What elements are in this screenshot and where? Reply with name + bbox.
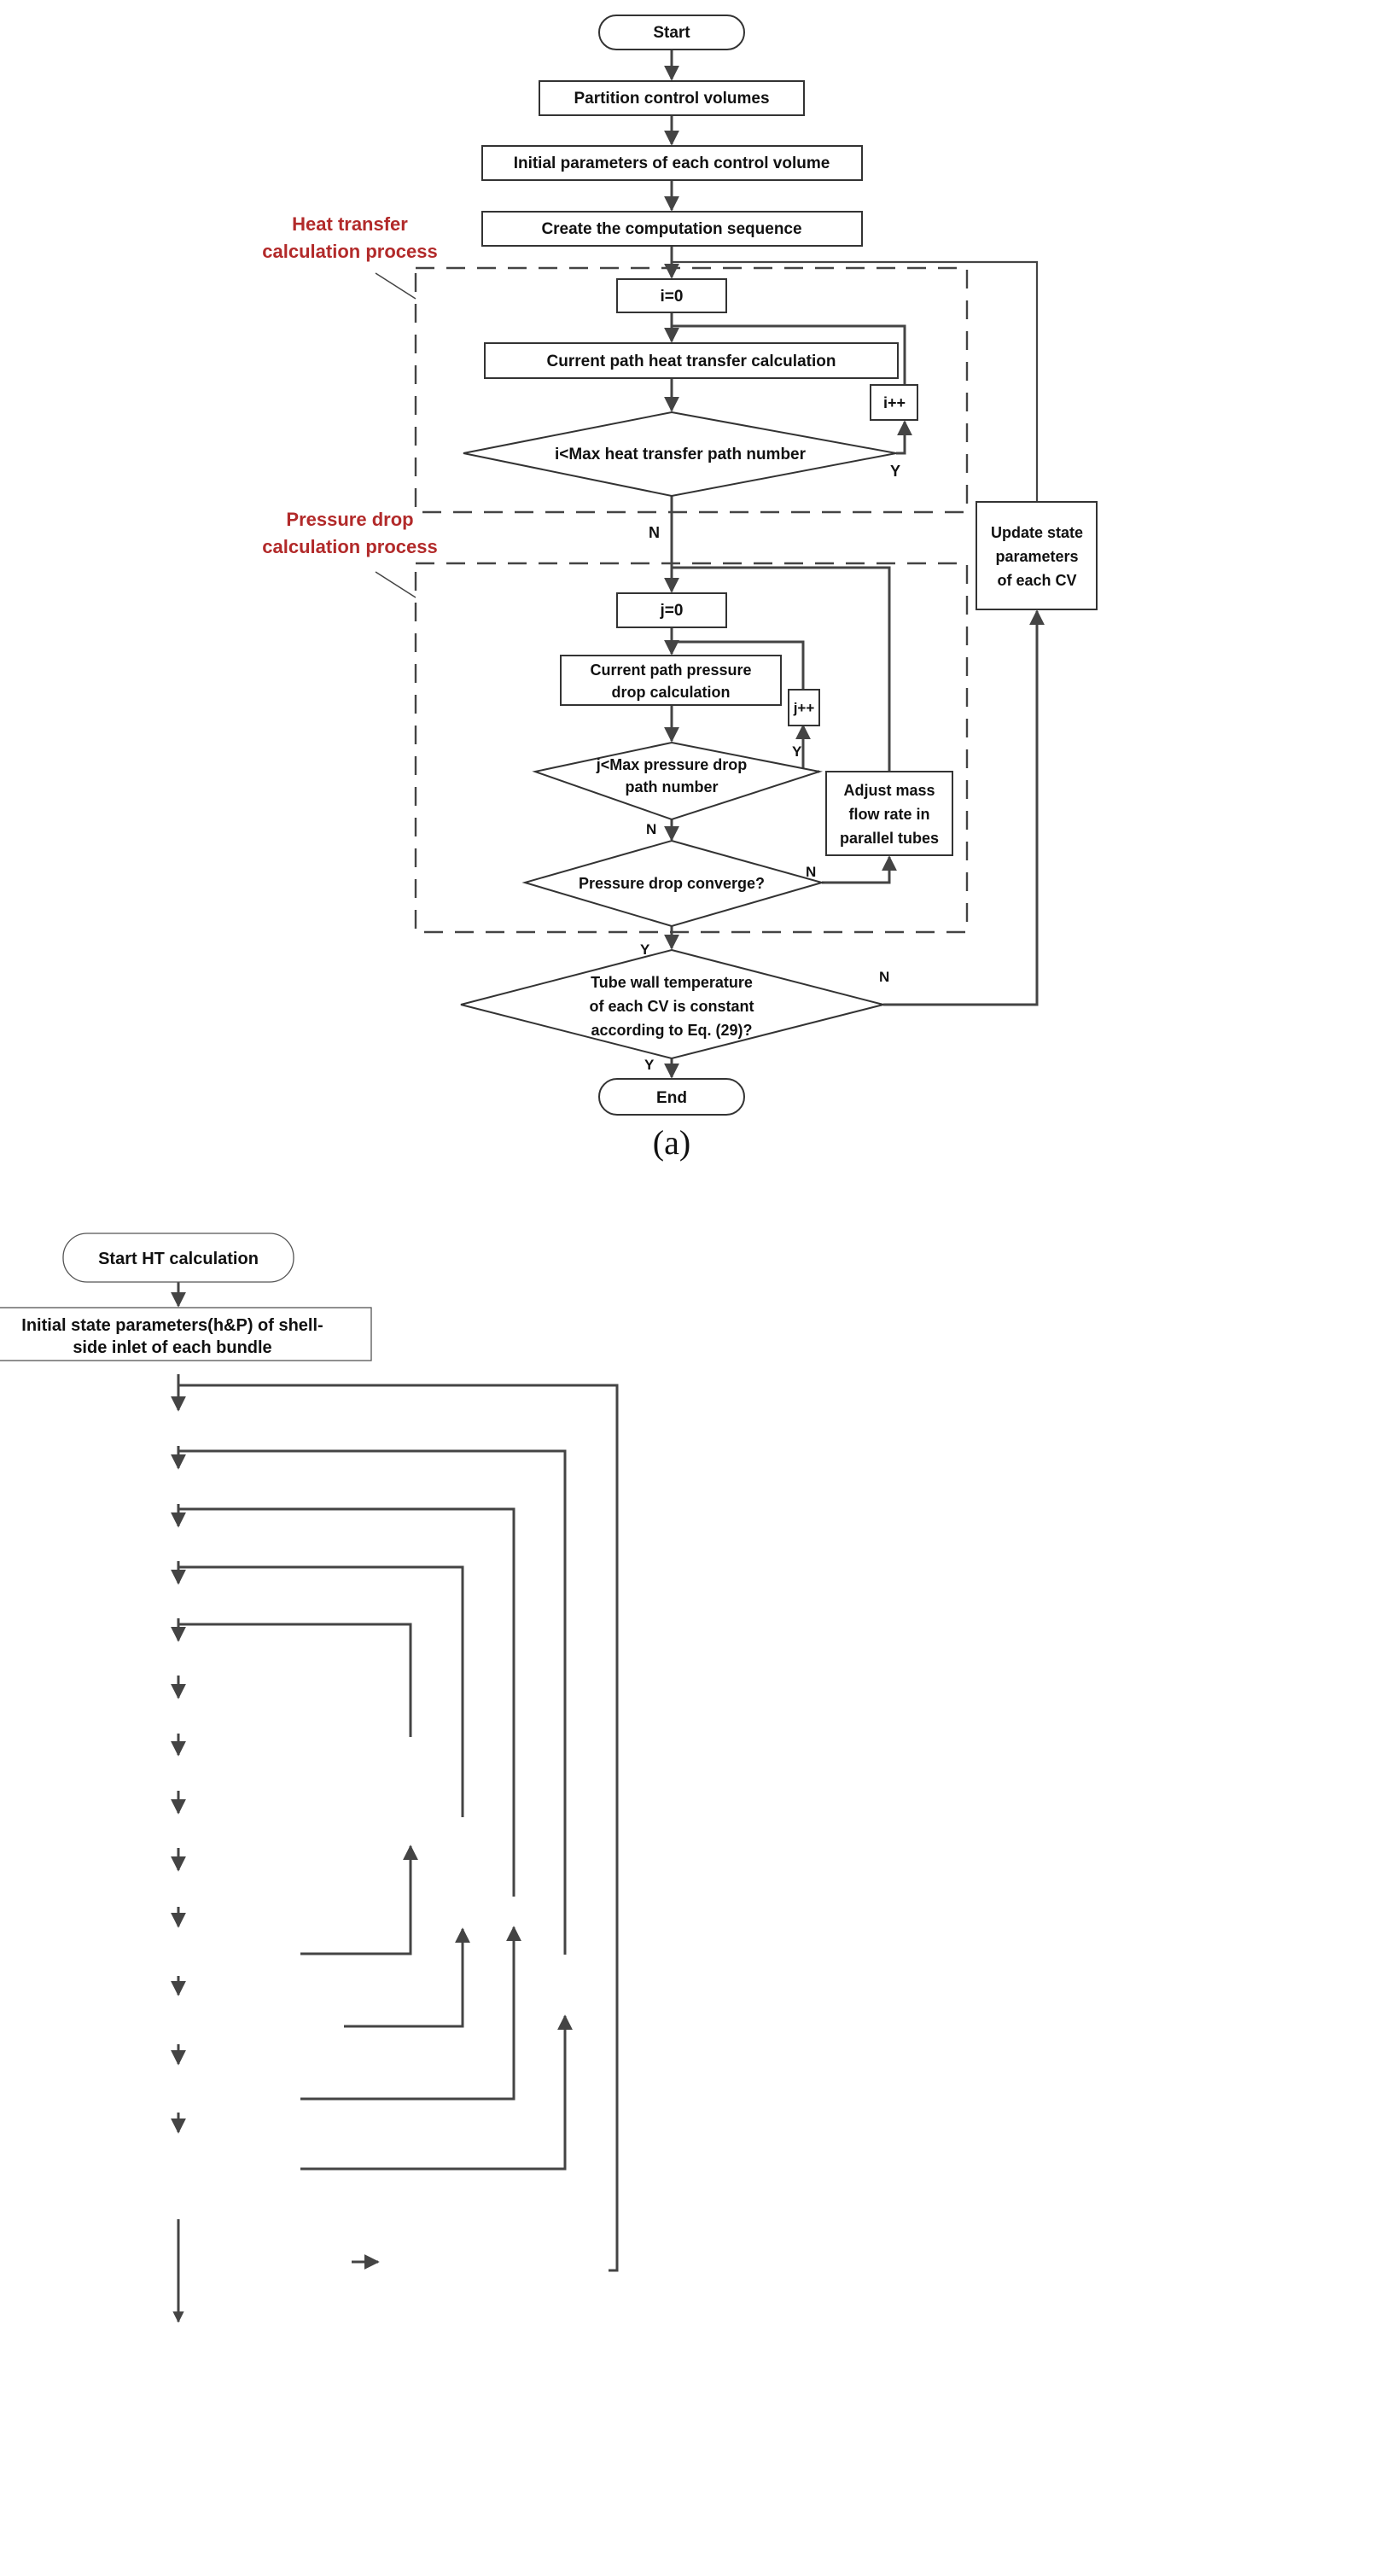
i-inc-box bbox=[870, 384, 918, 421]
yes-label: Y bbox=[890, 463, 900, 480]
i-yes-connector bbox=[300, 2014, 573, 2171]
ht-group-label: calculation process bbox=[262, 241, 437, 262]
no-label: N bbox=[649, 524, 660, 541]
tube-wall-label: Tube wall temperature bbox=[591, 974, 753, 991]
pd-converge-diamond bbox=[521, 839, 825, 928]
create-sequence-label: Create the computation sequence bbox=[541, 220, 801, 238]
yes-label: Y bbox=[640, 941, 650, 958]
leader-line bbox=[375, 272, 416, 300]
no-label: N bbox=[646, 821, 656, 837]
initial-params-label: Initial parameters of each control volum… bbox=[514, 154, 830, 172]
panel-a: Heat transfer calculation process Pressu… bbox=[262, 15, 1098, 1162]
i-inc-label: i++ bbox=[883, 394, 906, 411]
i-init-label: i=0 bbox=[661, 288, 684, 306]
loop-connector bbox=[672, 260, 1039, 502]
j-inc-box bbox=[788, 689, 820, 726]
tube-wall-label: according to Eq. (29)? bbox=[591, 1022, 752, 1039]
loop-connector bbox=[822, 855, 897, 884]
i-condition-diamond bbox=[463, 411, 897, 498]
update-state-label: parameters bbox=[995, 548, 1078, 565]
loop-connector bbox=[896, 420, 912, 455]
pd-calc-box bbox=[560, 655, 782, 706]
ht-calc-box bbox=[484, 342, 899, 379]
ht-group-label: Heat transfer bbox=[292, 213, 408, 235]
panel-b: Start HT calculation Initial state param… bbox=[0, 1233, 619, 2323]
j-condition-diamond bbox=[532, 741, 823, 821]
loop-connector bbox=[672, 640, 805, 690]
adjust-mass-label: parallel tubes bbox=[840, 830, 939, 847]
pd-group-label: Pressure drop bbox=[286, 509, 413, 530]
pd-calc-label: drop calculation bbox=[611, 684, 730, 701]
pd-group-label: calculation process bbox=[262, 536, 437, 557]
pd-converge-label: Pressure drop converge? bbox=[579, 875, 765, 892]
tube-wall-diamond bbox=[460, 948, 884, 1060]
start-ht-label: Start HT calculation bbox=[98, 1250, 259, 1268]
tube-wall-label: of each CV is constant bbox=[589, 998, 754, 1015]
update-state-box bbox=[976, 501, 1098, 610]
initial-state-label: Initial state parameters(h&P) of shell- bbox=[21, 1316, 323, 1335]
j-init-label: j=0 bbox=[660, 602, 684, 620]
loop-connector bbox=[883, 609, 1045, 1006]
no-label: N bbox=[806, 864, 816, 880]
update-state-label: of each CV bbox=[997, 572, 1076, 589]
adjust-mass-label: Adjust mass bbox=[843, 782, 935, 799]
bundle-loop-connector bbox=[178, 1449, 567, 1955]
update-state-label: Update state bbox=[991, 524, 1083, 541]
pd-calc-label: Current path pressure bbox=[590, 661, 751, 679]
initial-state-label: side inlet of each bundle bbox=[73, 1338, 271, 1357]
initial-state-box bbox=[0, 1307, 372, 1361]
start-terminal bbox=[598, 15, 745, 50]
i-init-box bbox=[616, 278, 727, 313]
col-loop-connector bbox=[178, 1623, 412, 1737]
j-condition-label: j<Max pressure drop bbox=[596, 756, 748, 773]
end-label: End bbox=[656, 1089, 687, 1107]
ht-calc-label: Current path heat transfer calculation bbox=[547, 353, 836, 370]
partition-label: Partition control volumes bbox=[574, 90, 769, 108]
start-ht-terminal bbox=[62, 1233, 294, 1283]
create-sequence-box bbox=[481, 211, 863, 247]
end-terminal bbox=[598, 1078, 745, 1116]
k-yes-connector bbox=[300, 1845, 418, 1955]
j-yes-connector bbox=[300, 1926, 521, 2101]
j-init-box bbox=[616, 592, 727, 628]
row-iter-loop-connector bbox=[178, 1565, 464, 1817]
outer-loop-connector bbox=[178, 1384, 619, 2272]
j-inc-label: j++ bbox=[793, 700, 815, 716]
yes-label: Y bbox=[792, 743, 802, 760]
leader-line bbox=[375, 571, 416, 598]
partition-box bbox=[539, 80, 805, 116]
panel-a-label: (a) bbox=[653, 1123, 690, 1162]
no-label: N bbox=[879, 969, 889, 985]
row-no-connector bbox=[344, 1927, 470, 2028]
loop-connector bbox=[795, 724, 819, 773]
row-loop-connector bbox=[178, 1507, 515, 1897]
adjust-mass-box bbox=[825, 771, 953, 856]
adjust-mass-label: flow rate in bbox=[848, 806, 929, 823]
initial-params-box bbox=[481, 145, 863, 181]
loop-connector bbox=[672, 324, 906, 385]
loop-connector bbox=[672, 566, 891, 772]
j-condition-label: path number bbox=[625, 778, 718, 796]
yes-label: Y bbox=[644, 1057, 655, 1073]
i-condition-label: i<Max heat transfer path number bbox=[555, 446, 807, 463]
start-label: Start bbox=[653, 24, 690, 42]
